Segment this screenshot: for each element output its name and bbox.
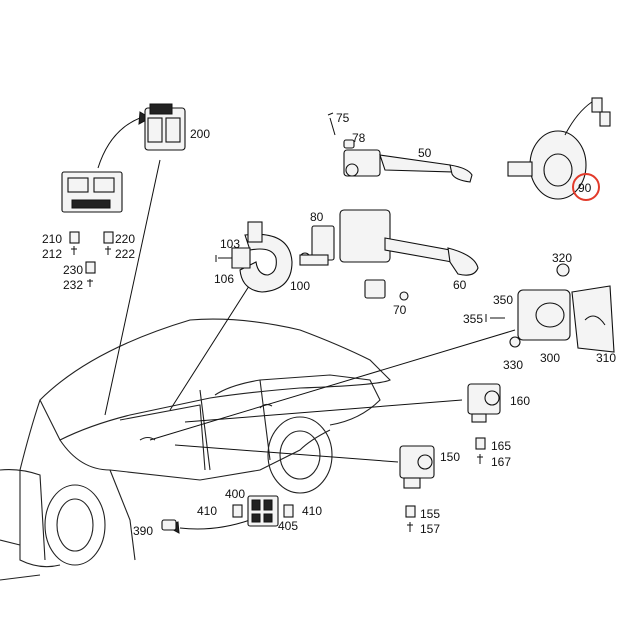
label-70: 70 [393, 303, 407, 317]
label-78: 78 [352, 131, 366, 145]
part-60-switch: 80 60 70 [299, 209, 479, 317]
label-155: 155 [420, 507, 440, 521]
part-100-ring: 103 106 100 [214, 221, 311, 293]
highlight-ring [572, 173, 600, 201]
label-75: 75 [336, 111, 350, 125]
label-165: 165 [491, 439, 511, 453]
part-150-sensor: 150 155 157 [399, 445, 460, 536]
part-210-module: 210 212 220 222 230 232 [42, 171, 135, 292]
label-200: 200 [190, 127, 210, 141]
label-355: 355 [463, 312, 483, 326]
label-60: 60 [453, 278, 467, 292]
label-167: 167 [491, 455, 511, 469]
part-90-clockspring: 90 [507, 97, 611, 201]
label-212: 212 [42, 247, 62, 261]
part-160-sensor: 160 165 167 [467, 383, 530, 469]
leader-lines [97, 111, 516, 534]
label-90: 90 [578, 181, 592, 195]
car-outline [0, 318, 391, 581]
label-210: 210 [42, 232, 62, 246]
label-330: 330 [503, 358, 523, 372]
label-410-right: 410 [302, 504, 322, 518]
label-100: 100 [290, 279, 310, 293]
label-222: 222 [115, 247, 135, 261]
label-230: 230 [63, 263, 83, 277]
label-160: 160 [510, 394, 530, 408]
label-390: 390 [133, 524, 153, 538]
label-350: 350 [493, 293, 513, 307]
part-50-switch: 75 78 50 [327, 111, 473, 183]
part-400-module: 400 410 410 405 [197, 487, 322, 533]
label-320: 320 [552, 251, 572, 265]
label-80: 80 [310, 210, 324, 224]
label-310: 310 [596, 351, 616, 365]
label-400: 400 [225, 487, 245, 501]
part-300-sensor: 320 350 355 330 300 310 [463, 251, 616, 372]
label-106: 106 [214, 272, 234, 286]
label-220: 220 [115, 232, 135, 246]
label-157: 157 [420, 522, 440, 536]
label-232: 232 [63, 278, 83, 292]
label-405: 405 [278, 519, 298, 533]
label-50: 50 [418, 146, 432, 160]
part-200-module: 200 [144, 103, 210, 151]
label-300: 300 [540, 351, 560, 365]
label-410-left: 410 [197, 504, 217, 518]
label-150: 150 [440, 450, 460, 464]
part-390-connector: 390 [133, 519, 177, 538]
label-103: 103 [220, 237, 240, 251]
